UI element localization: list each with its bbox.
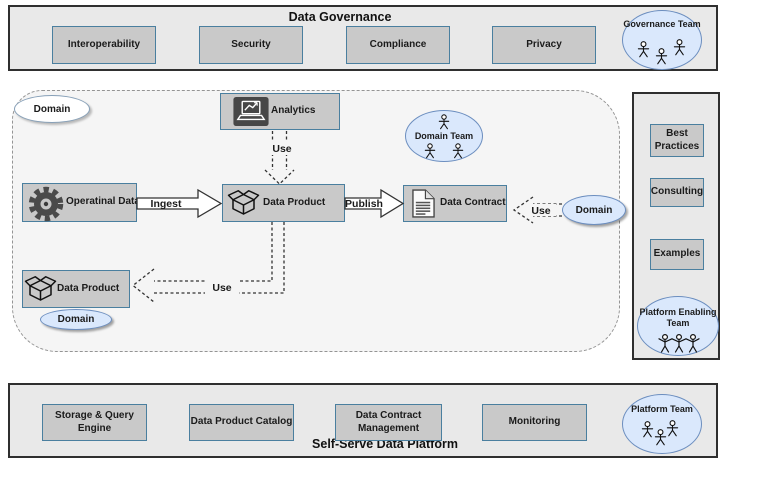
storage-query-engine-box: Storage & Query Engine xyxy=(42,404,147,441)
data-product-center-label: Data Product xyxy=(263,196,326,208)
security-box: Security xyxy=(199,26,303,64)
document-icon xyxy=(412,189,435,218)
domain-ellipse-bottom: Domain xyxy=(40,309,112,330)
domain-team-ellipse: Domain Team xyxy=(405,110,483,162)
platform-enabling-team-label: Platform Enabling Team xyxy=(639,307,717,329)
person-icon xyxy=(641,421,654,438)
platform-team-ellipse: Platform Team xyxy=(622,394,702,454)
domain-ellipse-top: Domain xyxy=(14,95,90,123)
governance-team-label: Governance Team xyxy=(623,19,701,29)
data-product-left-box: Data Product xyxy=(22,270,130,308)
monitoring-box: Monitoring xyxy=(482,404,587,441)
gear-icon xyxy=(26,184,66,224)
domain-ellipse-right: Domain xyxy=(562,195,626,225)
platform-panel: Self-Serve Data Platform Storage & Query… xyxy=(8,383,718,458)
data-contract-management-box: Data Contract Management xyxy=(335,404,442,441)
analytics-laptop-icon xyxy=(233,97,269,126)
best-practices-box: Best Practices xyxy=(650,124,704,157)
person-icon xyxy=(424,143,436,159)
data-product-left-label: Data Product xyxy=(57,282,120,294)
enabling-panel: Best Practices Consulting Examples Platf… xyxy=(632,92,720,360)
domain-label: Domain xyxy=(57,314,95,325)
person-icon xyxy=(655,48,668,65)
governance-team-ellipse: Governance Team xyxy=(622,10,702,70)
person-icon xyxy=(673,39,686,56)
operational-data-box: Operatinal Data xyxy=(22,183,140,224)
domain-team-label: Domain Team xyxy=(414,131,474,141)
examples-box: Examples xyxy=(650,239,704,270)
governance-panel: Data Governance Interoperability Securit… xyxy=(8,5,718,71)
data-contract-label: Data Contract xyxy=(440,197,506,209)
domain-label: Domain xyxy=(33,103,71,115)
person-icon xyxy=(438,114,450,130)
analytics-label: Analytics xyxy=(271,105,316,117)
people-holding-hands-icon xyxy=(657,334,701,354)
person-icon xyxy=(637,41,650,58)
interoperability-box: Interoperability xyxy=(52,26,156,64)
platform-team-label: Platform Team xyxy=(631,404,693,414)
analytics-box: Analytics xyxy=(220,93,340,130)
platform-enabling-team-ellipse: Platform Enabling Team xyxy=(637,296,719,356)
open-box-icon xyxy=(227,189,260,218)
consulting-box: Consulting xyxy=(650,178,704,207)
domain-label: Domain xyxy=(575,204,613,216)
data-product-catalog-box: Data Product Catalog xyxy=(189,404,294,441)
compliance-box: Compliance xyxy=(346,26,450,64)
operational-data-label: Operatinal Data xyxy=(66,196,140,208)
data-product-center-box: Data Product xyxy=(222,184,345,222)
person-icon xyxy=(666,420,679,437)
privacy-box: Privacy xyxy=(492,26,596,64)
data-contract-box: Data Contract xyxy=(403,185,507,222)
person-icon xyxy=(452,143,464,159)
open-box-icon xyxy=(24,275,57,304)
governance-title: Data Governance xyxy=(288,10,392,24)
